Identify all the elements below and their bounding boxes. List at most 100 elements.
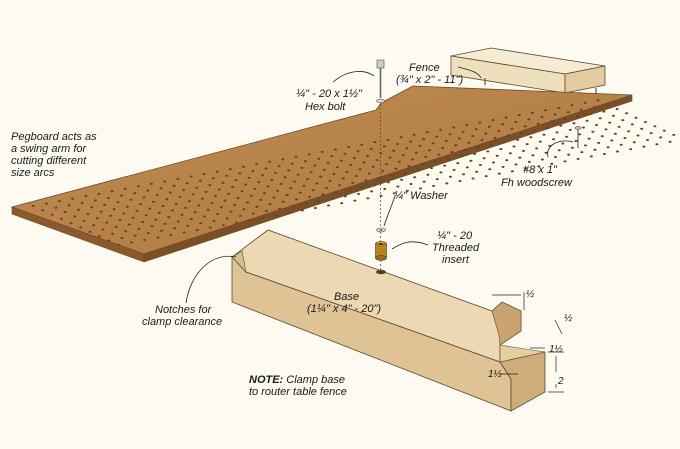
pegboard-hole: [295, 198, 298, 201]
pegboard-hole: [265, 210, 268, 212]
pegboard-hole: [156, 236, 160, 239]
pegboard-hole: [214, 195, 218, 198]
pegboard-hole: [244, 183, 248, 186]
leader-lines: [185, 66, 574, 304]
pegboard-hole: [195, 186, 199, 189]
pegboard-hole: [191, 193, 195, 196]
pegboard-hole: [349, 163, 353, 166]
pegboard-hole: [157, 211, 161, 214]
pegboard-hole: [527, 160, 531, 163]
pegboard-hole: [212, 177, 215, 180]
pegboard-hole: [356, 150, 360, 153]
pegboard-hole: [606, 146, 610, 149]
pegboard-hole: [165, 198, 169, 201]
pegboard-hole: [212, 219, 216, 222]
pegboard-hole: [313, 164, 317, 167]
pegboard-hole: [353, 199, 357, 202]
pegboard-hole: [143, 238, 147, 241]
pegboard-hole: [369, 147, 373, 150]
pegboard-hole: [414, 151, 418, 154]
pegboard-hole: [326, 162, 330, 164]
pegboard-hole: [296, 173, 300, 176]
pegboard-hole: [281, 200, 285, 203]
pegboard-hole: [501, 165, 505, 168]
pegboard-hole: [370, 190, 374, 193]
pegboard-hole: [484, 132, 488, 135]
pegboard-hole: [425, 131, 429, 134]
base-size: (1¼" x 4" - 20"): [307, 303, 381, 315]
pegboard-hole: [508, 152, 512, 155]
pegboard-hole: [304, 202, 308, 205]
pegboard-hole: [352, 157, 356, 160]
pegboard-hole: [437, 153, 441, 156]
pegboard-hole: [123, 187, 127, 190]
pegboard-hole: [339, 159, 343, 162]
pegboard-hole: [298, 191, 302, 194]
pegboard-hole: [505, 159, 509, 162]
pegboard-hole: [659, 136, 663, 139]
pegboard-hole: [662, 129, 666, 132]
pegboard-hole: [478, 121, 482, 124]
pegboard-hole: [67, 204, 71, 207]
label-pegboard: Pegboard acts as a swing arm for cutting…: [11, 131, 97, 179]
pegboard-hole: [433, 160, 437, 163]
pegboard-hole: [443, 164, 447, 167]
notches-line: clamp clearance: [142, 316, 222, 328]
pegboard-hole: [86, 213, 90, 215]
note-bold: NOTE:: [249, 374, 284, 386]
pegboard-hole: [208, 226, 212, 229]
pegboard-hole: [461, 130, 465, 133]
pegboard-hole: [133, 234, 137, 237]
pegboard-hole: [187, 200, 191, 203]
pegboard-hole: [107, 239, 111, 242]
pegboard-hole: [330, 197, 334, 200]
pegboard-hole: [31, 204, 35, 207]
pegboard-hole: [137, 227, 141, 230]
pegboard-hole: [405, 147, 409, 150]
pegboard-hole: [552, 138, 555, 141]
pegboard-hole: [90, 206, 94, 209]
pegboard-hole: [576, 157, 580, 160]
pegboard-hole: [80, 201, 84, 204]
pegboard-hole: [538, 140, 542, 143]
pegboard-hole: [360, 186, 364, 189]
hex-bolt: [376, 59, 385, 104]
pegboard-hole: [266, 185, 270, 188]
woodscrew-name: Fh woodscrew: [501, 177, 573, 189]
pegboard-hole: [589, 112, 593, 115]
pegboard-hole: [130, 241, 133, 244]
pegboard-hole: [578, 133, 582, 136]
pegboard-hole: [602, 110, 606, 113]
pegboard-hole: [501, 123, 504, 126]
pegboard-hole: [101, 228, 105, 231]
woodscrew: [574, 126, 582, 148]
label-base: Base (1¼" x 4" - 20"): [307, 291, 381, 315]
pegboard-hole: [163, 180, 167, 183]
pegboard-hole: [398, 160, 401, 163]
pegboard-hole: [625, 112, 628, 115]
pegboard-hole: [71, 197, 75, 200]
pegboard-hole: [294, 155, 298, 158]
pegboard-hole: [197, 204, 201, 207]
pegboard-hole: [632, 141, 636, 144]
pegboard-hole: [317, 157, 321, 160]
pegboard-hole: [204, 190, 208, 193]
pegboard-hole: [512, 145, 516, 148]
pegboard-hole: [630, 123, 634, 126]
pegboard-hole: [184, 206, 188, 209]
pegboard-hole: [238, 172, 242, 175]
pegboard-hole: [392, 149, 396, 152]
pegboard-hole: [611, 114, 615, 117]
pegboard-hole: [290, 162, 294, 165]
pegboard-hole: [302, 184, 306, 187]
pegboard-hole: [557, 149, 561, 152]
pegboard-hole: [146, 189, 150, 192]
pegboard-hole: [289, 187, 293, 190]
pegboard-hole: [486, 150, 490, 153]
pegboard-hole: [58, 200, 62, 202]
pegboard-hole: [570, 104, 574, 107]
pegboard-hole: [304, 160, 307, 163]
pegboard-hole: [63, 211, 67, 214]
pegboard-hole: [610, 139, 614, 142]
pegboard-hole: [623, 137, 627, 139]
